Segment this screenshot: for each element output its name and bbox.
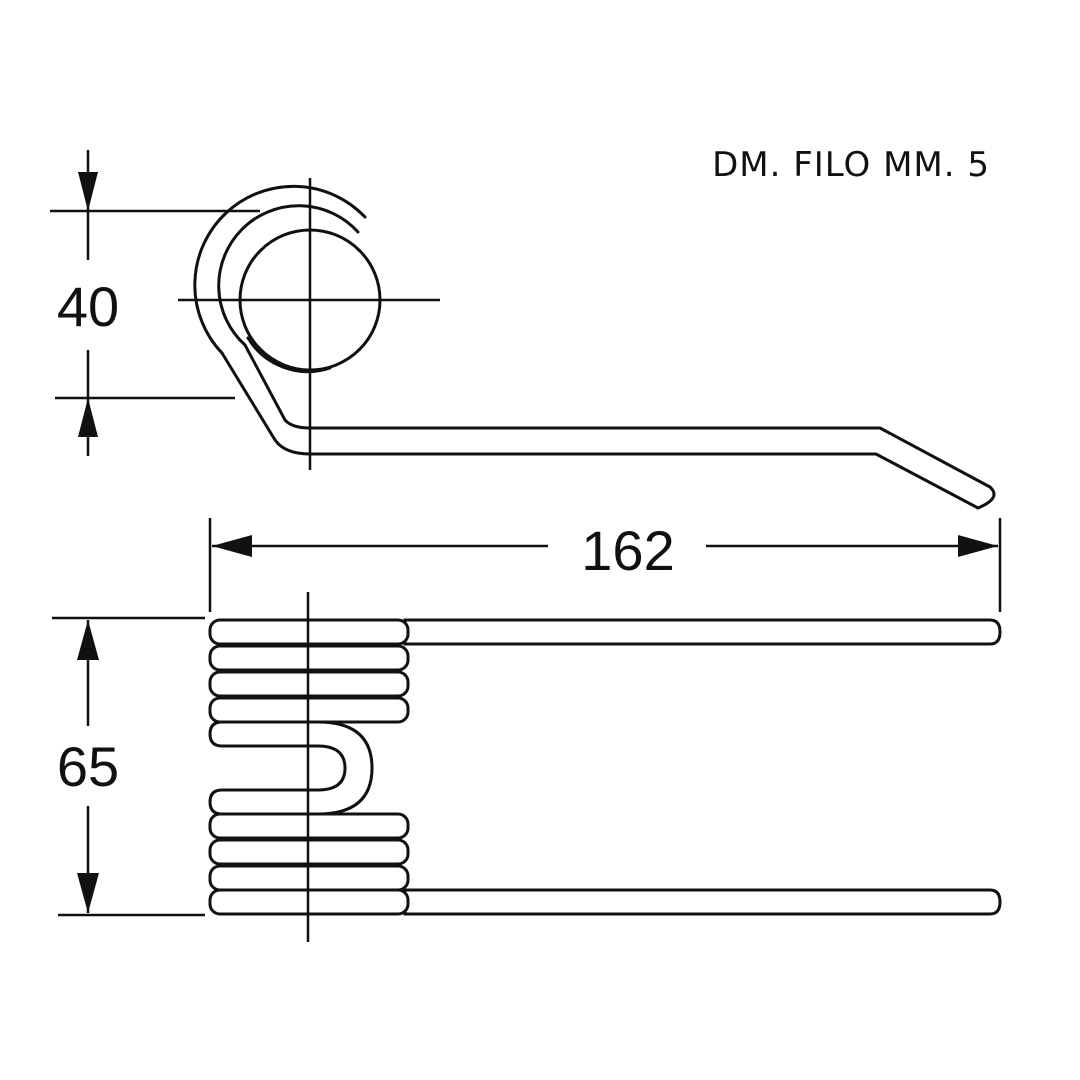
arrow-up	[78, 398, 98, 437]
dimension-spring-width: 65	[52, 616, 205, 917]
coil-end-view	[193, 184, 382, 456]
wire-diameter-note: DM. FILO MM. 5	[712, 145, 990, 185]
lower-tine-leg	[403, 888, 1002, 916]
arrow-down	[78, 172, 98, 211]
upper-tine-leg	[403, 618, 1002, 646]
dimension-overall-length: 162	[208, 518, 1002, 612]
arrow-up-65	[77, 620, 99, 660]
top-view: 40	[50, 150, 996, 510]
arrow-left	[212, 535, 252, 557]
connecting-loop	[208, 720, 374, 816]
dimension-label-65: 65	[57, 735, 119, 798]
tine-leg-top-view	[308, 426, 996, 510]
dimension-coil-diameter: 40	[50, 150, 260, 456]
dimension-label-40: 40	[57, 275, 119, 338]
arrow-down-65	[77, 873, 99, 913]
arrow-right	[958, 535, 998, 557]
dimension-label-162: 162	[581, 519, 674, 582]
side-view: 65	[52, 592, 1002, 942]
